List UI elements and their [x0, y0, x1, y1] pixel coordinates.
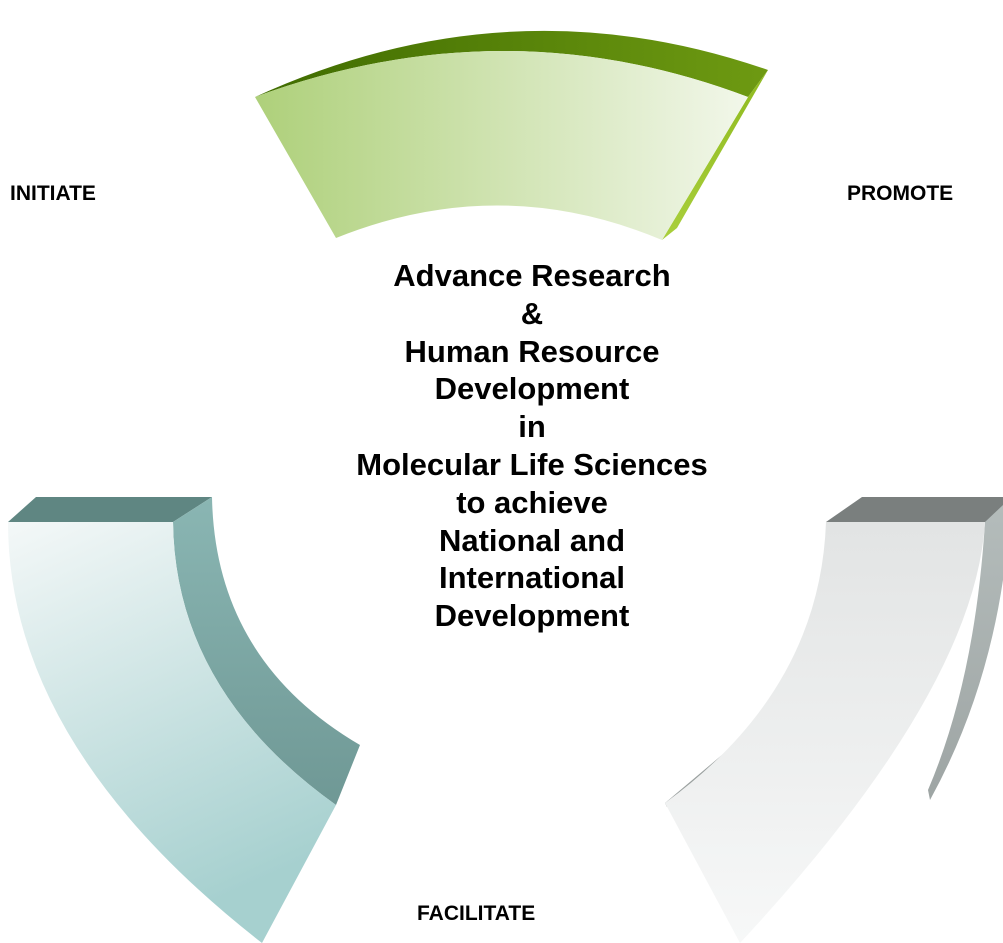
- left-segment-side: [173, 497, 360, 805]
- center-line: to achieve: [456, 484, 608, 520]
- top-segment: [255, 30, 768, 240]
- left-segment-top-edge: [8, 497, 212, 522]
- center-line: Development: [434, 598, 630, 634]
- promote-label: PROMOTE: [847, 182, 954, 205]
- center-line: Molecular Life Sciences: [356, 446, 708, 482]
- left-segment: [8, 497, 360, 943]
- top-segment-top-edge: [255, 30, 768, 97]
- right-segment-face: [665, 522, 985, 943]
- left-segment-face: [8, 522, 336, 943]
- center-line: National and: [438, 522, 625, 558]
- center-line: Development: [434, 371, 630, 407]
- right-segment-top-edge: [826, 497, 1003, 522]
- top-segment-face: [255, 51, 748, 240]
- center-line: &: [520, 295, 544, 331]
- center-line: Advance Research: [393, 258, 671, 293]
- right-segment-side: [928, 505, 1003, 800]
- center-mission-text: Advance Research & Human Resource Develo…: [276, 257, 788, 635]
- center-line: in: [518, 409, 546, 445]
- center-line: Human Resource: [404, 333, 660, 369]
- right-segment: [665, 497, 1003, 943]
- facilitate-label: FACILITATE: [417, 902, 536, 925]
- center-line: International: [438, 560, 625, 596]
- top-segment-side: [662, 70, 768, 240]
- initiate-label: INITIATE: [10, 182, 96, 205]
